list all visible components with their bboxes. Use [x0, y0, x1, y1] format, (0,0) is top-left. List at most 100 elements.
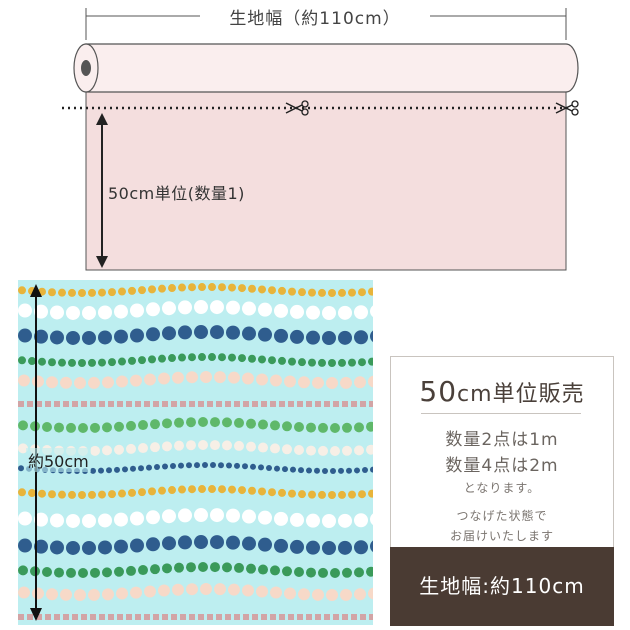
fabric-dot — [228, 283, 236, 292]
fabric-dot — [202, 462, 208, 469]
fabric-dot — [90, 567, 100, 578]
fabric-dot — [18, 286, 26, 295]
fabric-dot — [250, 463, 256, 470]
fabric-dot — [82, 540, 96, 555]
fabric-dot — [358, 358, 366, 367]
title-number: 50 — [419, 375, 458, 408]
fabric-dot — [50, 513, 64, 528]
fabric-dot — [226, 535, 240, 550]
fabric-dot — [18, 565, 28, 576]
fabric-dot — [238, 284, 246, 293]
fabric-dot — [234, 417, 244, 428]
fabric-dot — [158, 354, 166, 363]
fabric-dot — [214, 371, 226, 384]
sales-unit-title: 50cm単位販売 — [391, 375, 613, 408]
fabric-dot — [194, 325, 208, 340]
fabric-dot — [282, 566, 292, 577]
fabric-dot — [66, 540, 80, 555]
fabric-dot — [258, 510, 272, 525]
fabric-dot — [178, 485, 186, 494]
fabric-dot — [162, 463, 168, 470]
fabric-dot — [308, 358, 316, 367]
fabric-dot — [82, 305, 96, 320]
fabric-dot — [210, 535, 224, 550]
fabric-dot — [60, 588, 72, 601]
fabric-dot — [274, 538, 288, 553]
fabric-dot — [118, 357, 126, 366]
fabric-dot — [282, 444, 292, 455]
fabric-dot — [78, 288, 86, 297]
fabric-dot — [114, 566, 124, 577]
fabric-dot — [114, 304, 128, 319]
fabric-dot — [130, 586, 142, 599]
unit-length-label: 50cm単位(数量1) — [108, 184, 245, 203]
fabric-dot — [88, 490, 96, 499]
fabric-dot — [60, 376, 72, 389]
fabric-dot — [138, 465, 144, 472]
fabric-dot — [330, 445, 340, 456]
fabric-dot — [58, 490, 66, 499]
fabric-dot — [66, 513, 80, 528]
fabric-dot — [188, 353, 196, 362]
fabric-dot — [144, 373, 156, 386]
fabric-dot — [78, 490, 86, 499]
fabric-dot — [126, 420, 136, 431]
fabric-dot — [338, 513, 352, 528]
fabric-dot — [50, 540, 64, 555]
fabric-dot — [306, 513, 320, 528]
fabric-dot — [242, 301, 256, 316]
fabric-dot — [146, 464, 152, 471]
fabric-dot — [238, 486, 246, 495]
fabric-dot — [38, 357, 46, 366]
fabric-dot — [130, 374, 142, 387]
fabric-dot — [108, 288, 116, 297]
fabric-dot — [162, 536, 176, 551]
fabric-roll-diagram — [62, 8, 579, 271]
fabric-dot — [128, 286, 136, 295]
fabric-dot — [194, 535, 208, 550]
fabric-dot — [284, 375, 296, 388]
fabric-dot — [74, 588, 86, 601]
fabric-dot — [354, 305, 368, 320]
fabric-dot — [318, 567, 328, 578]
fabric-dot — [210, 462, 216, 469]
fabric-dot — [234, 562, 244, 573]
fabric-dot — [68, 490, 76, 499]
fabric-dot — [144, 585, 156, 598]
fabric-dot — [148, 487, 156, 496]
fabric-dot — [138, 565, 148, 576]
fabric-dot — [194, 462, 200, 469]
fabric-dot — [256, 585, 268, 598]
fabric-dot — [98, 305, 112, 320]
fabric-dot — [312, 588, 324, 601]
fabric-dot — [114, 466, 120, 473]
fabric-dot — [218, 283, 226, 292]
fabric-dot — [258, 487, 266, 496]
fabric-dot — [306, 422, 316, 433]
fabric-dot — [322, 540, 336, 555]
fabric-dot — [258, 419, 268, 430]
fabric-dot — [130, 538, 144, 553]
fabric-dot — [18, 465, 24, 472]
fabric-dot — [288, 287, 296, 296]
fabric-dot — [18, 356, 26, 365]
fabric-dot — [118, 287, 126, 296]
fabric-dot — [248, 354, 256, 363]
fabric-dot — [186, 583, 198, 596]
fabric-dot — [322, 513, 336, 528]
fabric-dot — [102, 422, 112, 433]
fabric-dot — [114, 329, 128, 344]
fabric-dot — [98, 288, 106, 297]
fabric-dot — [66, 567, 76, 578]
fabric-dot — [306, 330, 320, 345]
fabric-dot — [128, 356, 136, 365]
fabric-dot — [270, 443, 280, 454]
fabric-dot — [354, 513, 368, 528]
fabric-dot — [318, 422, 328, 433]
fabric-dot — [278, 286, 286, 295]
fabric-dot — [114, 421, 124, 432]
fabric-dot — [226, 508, 240, 523]
fabric-dot — [312, 376, 324, 389]
fabric-dot — [314, 467, 320, 474]
fabric-dot — [222, 417, 232, 428]
